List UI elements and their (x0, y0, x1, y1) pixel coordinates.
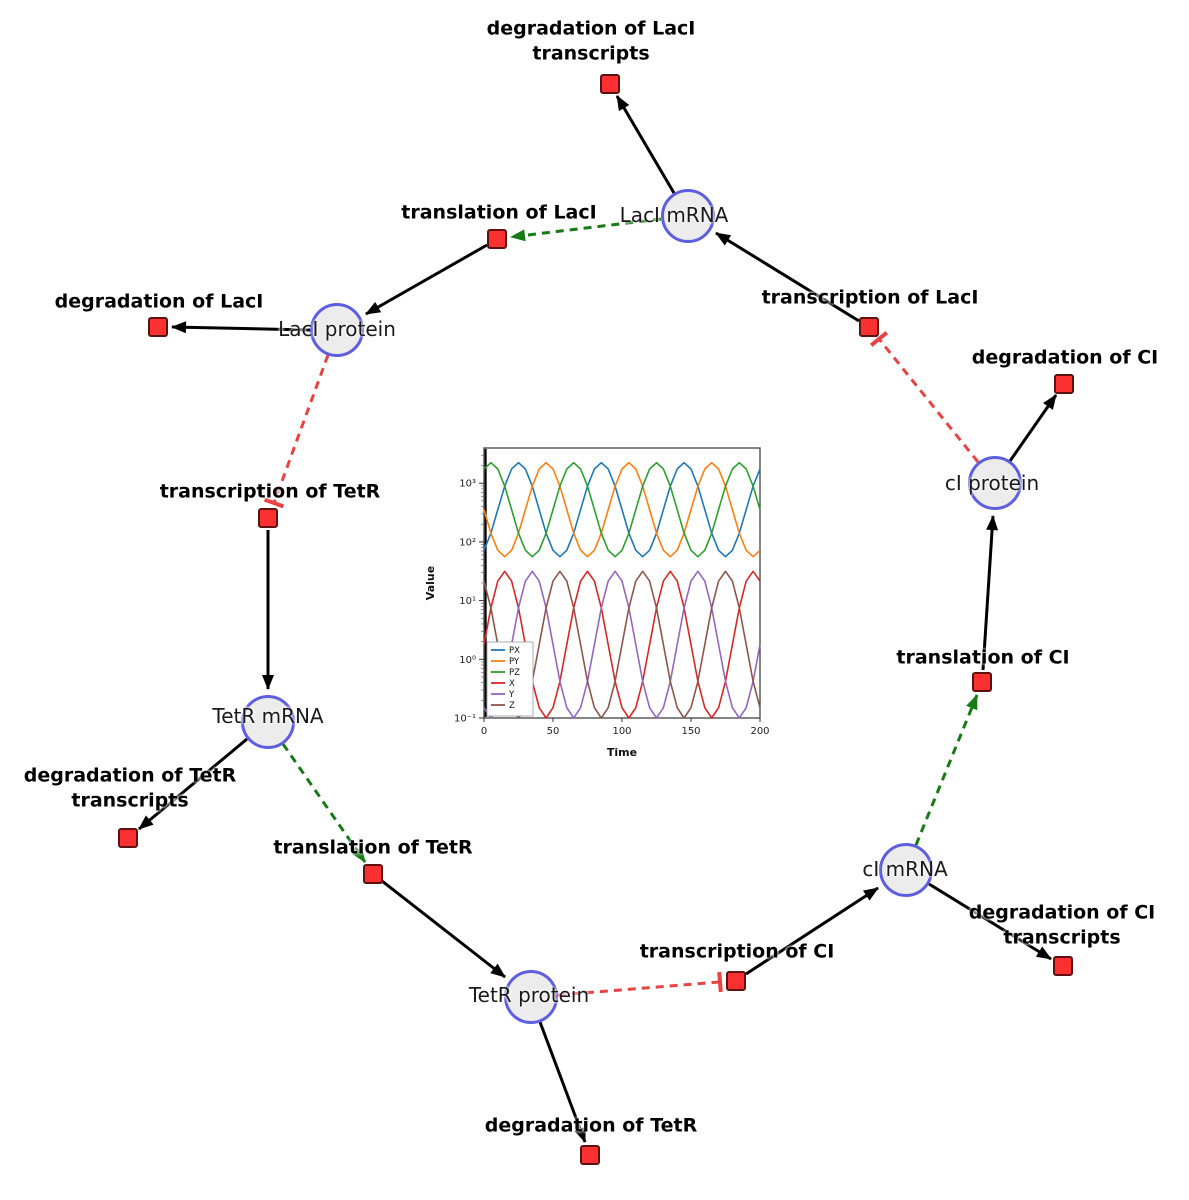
chart-series-Y (483, 570, 761, 719)
edge-tetr-mrna-to-translation-tetr (281, 743, 367, 863)
chart-x-tick-label: 100 (612, 726, 631, 737)
chart-series-PY (483, 461, 761, 558)
reaction-node-translation-laci[interactable] (487, 229, 507, 249)
chart-y-tick-label: 10¹ (459, 596, 476, 607)
edge-tetr-protein-to-deg-tetr (538, 1021, 587, 1143)
chart-x-tick-label: 150 (681, 726, 700, 737)
species-node-ci-mrna[interactable] (879, 843, 933, 897)
chart-y-tick-label: 10³ (459, 479, 476, 490)
reaction-label-deg-tetr-transcripts: degradation of TetR transcripts (23, 764, 237, 811)
edge-ci-protein-to-deg-ci (1008, 394, 1058, 462)
reaction-node-deg-ci[interactable] (1054, 374, 1074, 394)
reaction-label-deg-ci-transcripts: degradation of CI transcripts (968, 901, 1156, 948)
reaction-label-deg-laci: degradation of LacI (54, 290, 264, 313)
chart-legend-box (486, 641, 534, 717)
species-node-laci-mrna[interactable] (661, 189, 715, 243)
species-label-ci-mrna: cI mRNA (862, 857, 948, 881)
reaction-node-transcription-ci[interactable] (726, 971, 746, 991)
reaction-label-deg-tetr: degradation of TetR (484, 1114, 698, 1137)
reaction-node-deg-tetr[interactable] (580, 1145, 600, 1165)
edge-ci-mrna-to-translation-ci (914, 694, 979, 846)
reaction-node-deg-laci[interactable] (148, 317, 168, 337)
species-node-laci-protein[interactable] (310, 303, 364, 357)
reaction-node-transcription-laci[interactable] (859, 317, 879, 337)
reaction-node-translation-ci[interactable] (972, 672, 992, 692)
reaction-node-translation-tetr[interactable] (363, 864, 383, 884)
chart-legend-label-X: X (509, 679, 515, 689)
chart-x-tick-label: 50 (547, 726, 560, 737)
reaction-node-transcription-tetr[interactable] (258, 508, 278, 528)
chart-legend-label-Y: Y (508, 690, 515, 700)
species-label-tetr-protein: TetR protein (468, 983, 590, 1007)
reaction-label-deg-laci-transcripts: degradation of LacI transcripts (486, 17, 696, 64)
edge-translation-laci-to-laci-protein (365, 243, 488, 316)
reaction-label-translation-tetr: translation of TetR (273, 836, 473, 859)
edge-laci-protein-inhibits-transcription-tetr (263, 354, 330, 509)
reaction-node-deg-tetr-transcripts[interactable] (118, 828, 138, 848)
edge-transcription-ci-to-ci-mrna (745, 886, 879, 976)
reaction-label-transcription-tetr: transcription of TetR (159, 480, 381, 503)
chart-legend-label-PZ: PZ (509, 668, 520, 678)
edge-laci-mrna-to-deg-laci-transcripts (615, 95, 676, 194)
chart-series-PZ (483, 461, 761, 558)
chart-xlabel: Time (607, 746, 637, 759)
species-node-tetr-mrna[interactable] (241, 695, 295, 749)
chart-legend-label-PX: PX (509, 646, 520, 656)
reaction-node-deg-ci-transcripts[interactable] (1053, 956, 1073, 976)
edge-translation-tetr-to-tetr-protein (381, 879, 506, 979)
chart-ylabel: Value (424, 566, 437, 600)
edge-ci-mrna-to-deg-ci-transcripts (928, 882, 1052, 961)
edge-laci-mrna-to-translation-laci (510, 217, 662, 242)
chart-x-tick-label: 200 (750, 726, 769, 737)
reaction-label-translation-ci: translation of CI (896, 646, 1070, 669)
chart-x-tick-label: 0 (481, 726, 487, 737)
chart-y-tick-label: 10⁻¹ (454, 714, 476, 725)
reaction-label-transcription-ci: transcription of CI (639, 940, 835, 963)
edge-laci-protein-to-deg-laci (171, 321, 311, 334)
reaction-label-transcription-laci: transcription of LacI (761, 286, 979, 309)
species-node-ci-protein[interactable] (968, 456, 1022, 510)
species-node-tetr-protein[interactable] (504, 970, 558, 1024)
species-label-tetr-mrna: TetR mRNA (212, 704, 324, 728)
edge-transcription-laci-to-laci-mrna (715, 231, 860, 323)
species-label-laci-protein: LacI protein (278, 317, 396, 341)
chart-legend-label-Z: Z (509, 701, 515, 711)
reaction-label-translation-laci: translation of LacI (401, 201, 597, 224)
species-label-ci-protein: cI protein (944, 471, 1040, 495)
edge-ci-protein-inhibits-transcription-laci (869, 331, 980, 463)
edge-tetr-mrna-to-deg-tetr-transcripts (138, 737, 248, 831)
chart-y-tick-label: 10⁰ (459, 655, 476, 666)
chart-legend-label-PY: PY (509, 657, 520, 667)
edge-translation-ci-to-ci-protein (981, 515, 999, 671)
chart-series-PX (483, 461, 761, 558)
species-label-laci-mrna: LacI mRNA (619, 203, 729, 227)
reaction-node-deg-laci-transcripts[interactable] (600, 74, 620, 94)
chart-y-tick-label: 10² (459, 537, 476, 548)
reaction-label-deg-ci: degradation of CI (971, 346, 1159, 369)
